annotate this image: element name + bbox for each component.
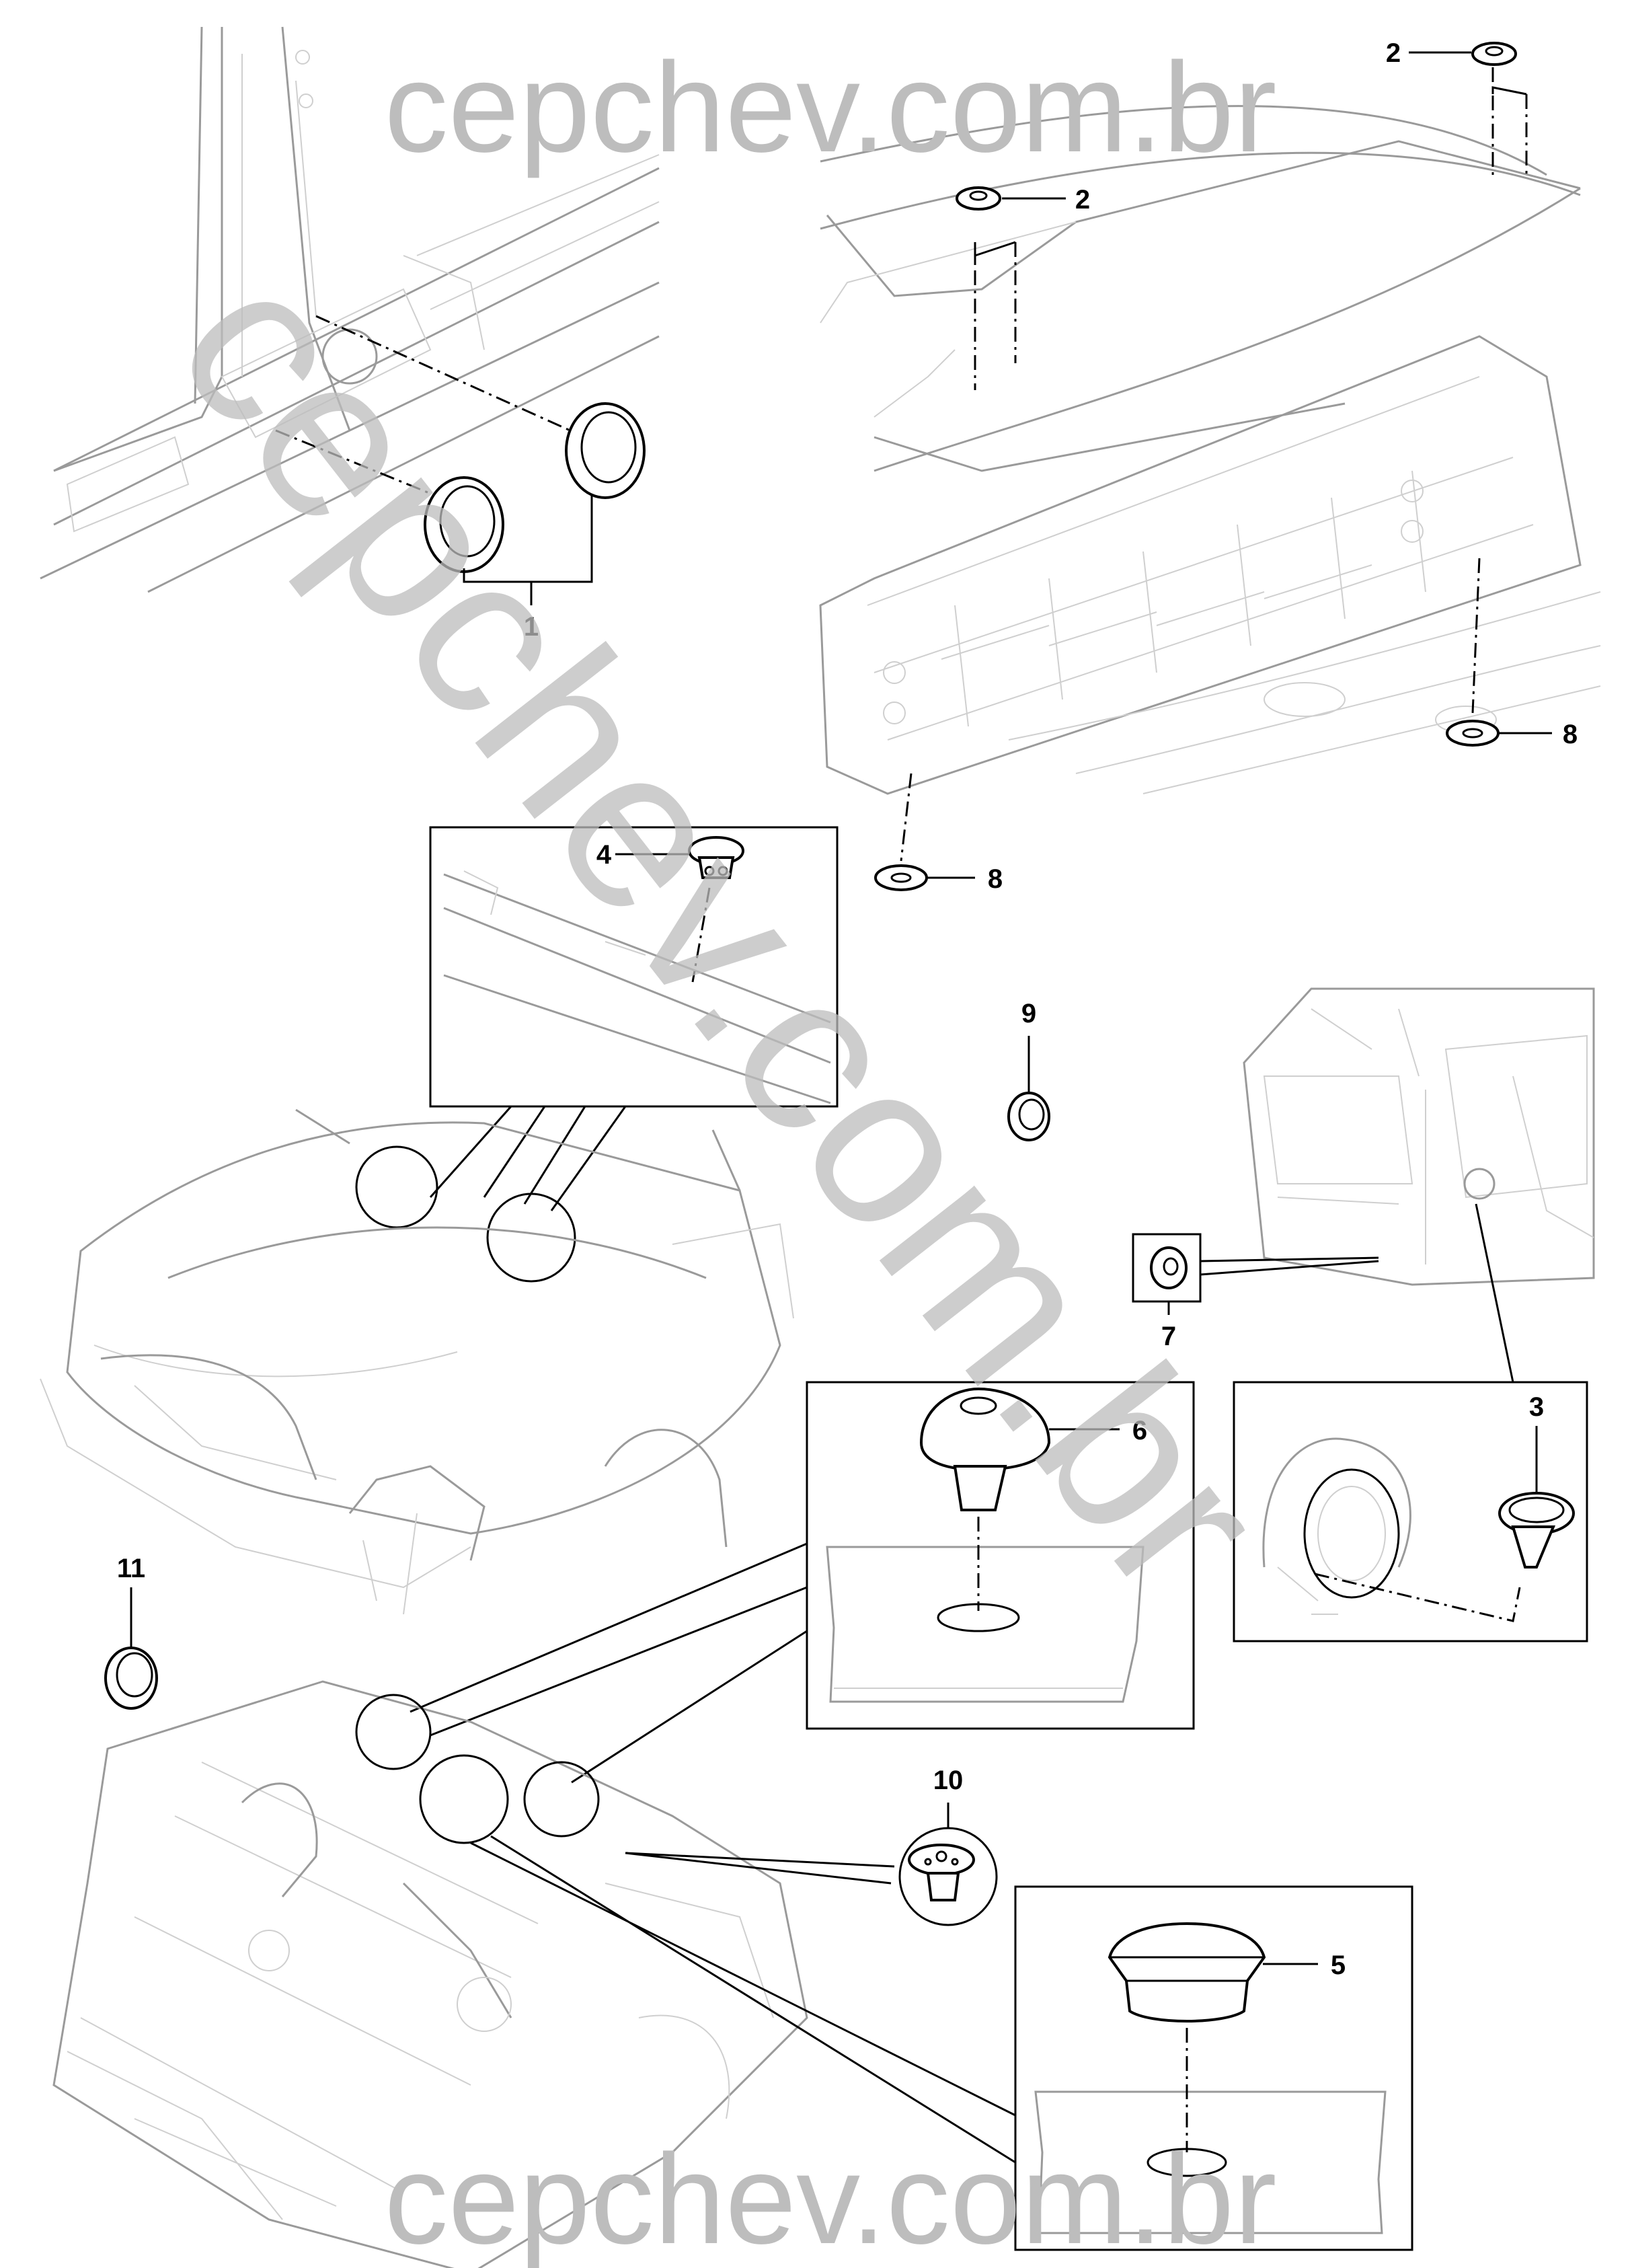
zoom-lines-4	[429, 1106, 627, 1211]
detail-box-6	[806, 1381, 1195, 1730]
front-car-drawing	[40, 1108, 794, 1615]
callout-8-right: 8	[1563, 720, 1578, 749]
clip-10	[908, 1844, 975, 1901]
zoom-circle-5	[419, 1754, 509, 1844]
callout-4: 4	[596, 840, 612, 870]
callout-5: 5	[1331, 1951, 1346, 1980]
clip-8b	[874, 864, 928, 891]
zoom-circle-6b	[523, 1761, 600, 1838]
rear-suv-drawing	[1243, 987, 1595, 1286]
zoom-lines-5	[470, 1835, 1016, 2164]
watermark-bottom: cepchev.com.br	[384, 2128, 1276, 2268]
leader-8a-dash	[1471, 558, 1481, 714]
callout-11: 11	[117, 1554, 145, 1583]
callout-2-mid: 2	[1075, 185, 1090, 215]
leader-2b-dash	[974, 242, 1017, 390]
detail-box-5	[1014, 1885, 1413, 2251]
bumper-6	[919, 1387, 1051, 1511]
callout-7: 7	[1161, 1322, 1176, 1351]
callout-1: 1	[524, 612, 539, 642]
leader-2a-bracket	[1491, 86, 1527, 96]
leader-3-box	[1475, 1203, 1514, 1383]
leader-10-zoom	[625, 1852, 895, 1885]
plug-3	[1498, 1492, 1575, 1568]
callout-3: 3	[1529, 1392, 1544, 1422]
clip-2b	[956, 186, 1001, 211]
clip-8a	[1446, 720, 1500, 747]
clip-2a	[1471, 42, 1517, 66]
detail-4-drawing	[443, 870, 831, 1104]
callout-10: 10	[933, 1766, 964, 1795]
zoom-circle-4a	[355, 1145, 438, 1229]
clip-4	[688, 836, 744, 879]
roof-rail-drawing	[820, 105, 1581, 472]
grommet-11	[104, 1647, 158, 1710]
zoom-circle-6a	[355, 1694, 432, 1770]
grommet-7	[1150, 1246, 1188, 1289]
leader-2a-dash	[1491, 67, 1528, 175]
box-7	[1132, 1233, 1202, 1303]
leader-7	[1167, 1256, 1379, 1315]
callout-8-left: 8	[988, 864, 1003, 894]
detail-3-drawing	[1262, 1437, 1411, 1615]
callout-9: 9	[1021, 999, 1036, 1028]
engine-bay-drawing	[52, 1680, 808, 2268]
zoom-circle-4b	[486, 1193, 576, 1283]
zoom-lines-6	[410, 1542, 808, 1784]
detail-box-4	[429, 826, 839, 1108]
bumper-5	[1108, 1922, 1266, 2023]
detail-box-3	[1233, 1381, 1588, 1642]
sill-pillar-drawing	[40, 26, 660, 593]
leader-2b-bracket	[974, 241, 1016, 262]
leader-8b-dash	[900, 773, 913, 862]
leader-1	[463, 494, 593, 605]
callout-2-top: 2	[1386, 38, 1401, 68]
rear-panel-drawing	[819, 335, 1601, 795]
plug-1a	[565, 402, 646, 499]
leader-3-dash	[1314, 1573, 1521, 1622]
watermark-top: cepchev.com.br	[384, 36, 1276, 179]
callout-6: 6	[1132, 1416, 1147, 1445]
